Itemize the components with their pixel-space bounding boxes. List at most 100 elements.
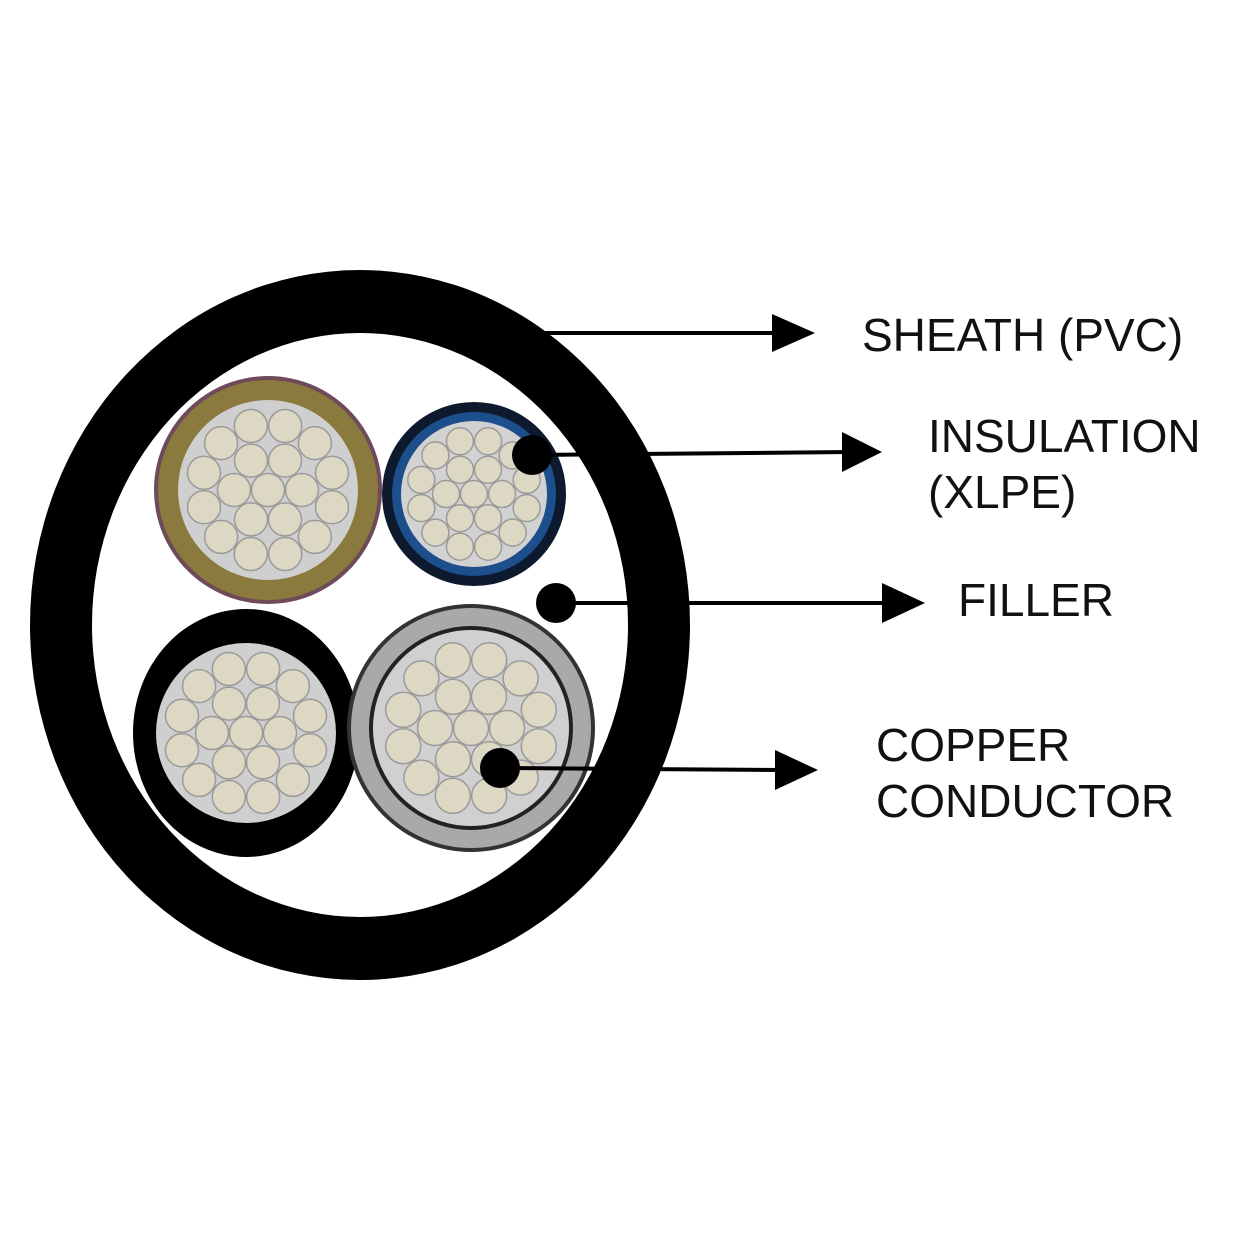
conductor-strand (473, 455, 503, 485)
conductor-strand (186, 455, 222, 491)
conductor-strand (498, 518, 527, 547)
conductor-strand (452, 709, 490, 747)
insulation-label: INSULATION (XLPE) (928, 408, 1201, 520)
conductor-strand (384, 727, 422, 765)
conductor-strand (211, 779, 247, 815)
conductor-strand (233, 502, 269, 537)
sheath-arrowhead (772, 314, 815, 352)
conductor-strand (275, 762, 311, 798)
conductor-strand (445, 503, 475, 533)
conductor-strand (470, 641, 508, 679)
conductor-strand (403, 759, 440, 796)
conductor-strand (434, 740, 472, 778)
conductor-strand (520, 691, 558, 729)
conductor-strand (245, 651, 281, 687)
filler-label: FILLER (958, 572, 1114, 628)
conductor-strand (164, 732, 200, 768)
conductor-strand (245, 779, 281, 815)
conductor-strand (297, 425, 333, 461)
conductor-strand (403, 660, 440, 697)
top-left-core (154, 376, 382, 604)
conductor-strand (164, 698, 200, 734)
conductor-strand (194, 715, 230, 751)
conductor-strand (181, 668, 217, 704)
conductor-strand (245, 686, 281, 721)
conductor-strand (473, 503, 503, 533)
insulation-label-line2: (XLPE) (928, 466, 1077, 518)
filler-label-text: FILLER (958, 574, 1114, 626)
conductor-arrowhead (775, 750, 818, 790)
conductor-strand (267, 536, 303, 572)
conductor-strand (421, 441, 450, 470)
bottom-left-core-strands (164, 651, 328, 815)
conductor-strand (203, 425, 239, 461)
conductor-label-line2: CONDUCTOR (876, 775, 1175, 827)
conductor-strand (520, 727, 558, 765)
conductor-strand (434, 641, 472, 679)
conductor-strand (421, 518, 450, 547)
conductor-strand (445, 532, 475, 561)
conductor-strand (203, 519, 239, 555)
insulation-pointer (512, 432, 882, 475)
filler-area (92, 333, 628, 917)
conductor-strand (407, 465, 436, 495)
conductor-strand (250, 472, 286, 508)
conductor-strand (434, 777, 472, 815)
conductor-strand (211, 745, 247, 780)
conductor-strand (233, 443, 269, 478)
conductor-strand (487, 479, 517, 509)
conductor-strand (431, 479, 461, 509)
conductor-strand (211, 651, 247, 687)
conductor-strand (267, 502, 303, 537)
filler-pointer (536, 583, 925, 623)
conductor-strand (384, 691, 422, 729)
conductor-strand (502, 660, 539, 697)
conductor-strand (211, 686, 247, 721)
conductor-strand (267, 443, 303, 478)
insulation-label-line1: INSULATION (928, 410, 1201, 462)
conductor-strand (267, 408, 303, 444)
conductor-pointer (480, 748, 818, 790)
conductor-strand (292, 732, 328, 768)
conductor-strand (512, 493, 541, 523)
conductor-strand (275, 668, 311, 704)
conductor-strand (233, 536, 269, 572)
bottom-right-core-strands (384, 641, 558, 815)
conductor-label: COPPER CONDUCTOR (876, 717, 1174, 829)
bottom-right-core (347, 604, 595, 852)
conductor-strand (434, 678, 472, 716)
conductor-strand (473, 427, 503, 456)
conductor-strand (407, 493, 436, 523)
conductor-strand (416, 709, 454, 747)
conductor-strand (314, 455, 350, 491)
bottom-left-core (133, 609, 359, 857)
conductor-strand (314, 489, 350, 525)
conductor-strand (297, 519, 333, 555)
conductor-strand (245, 745, 281, 780)
conductor-strand (473, 532, 503, 561)
conductor-strand (292, 698, 328, 734)
conductor-strand (181, 762, 217, 798)
top-right-core-strands (407, 427, 541, 561)
conductor-label-line1: COPPER (876, 719, 1071, 771)
sheath-label-text: SHEATH (PVC) (862, 309, 1184, 361)
conductor-strand (228, 715, 264, 751)
sheath-label: SHEATH (PVC) (862, 307, 1183, 363)
conductor-strand (262, 715, 298, 751)
top-right-core (382, 402, 566, 586)
sheath-pointer (545, 314, 815, 352)
conductor-strand (284, 472, 320, 508)
conductor-strand (445, 427, 475, 456)
top-left-core-strands (186, 408, 350, 572)
conductor-strand (216, 472, 252, 508)
conductor-strand (470, 678, 508, 716)
conductor-strand (233, 408, 269, 444)
conductor-strand (445, 455, 475, 485)
conductor-strand (488, 709, 526, 747)
insulation-arrowhead (842, 432, 882, 472)
conductor-strand (459, 479, 489, 509)
conductor-strand (186, 489, 222, 525)
filler-arrowhead (882, 583, 925, 623)
